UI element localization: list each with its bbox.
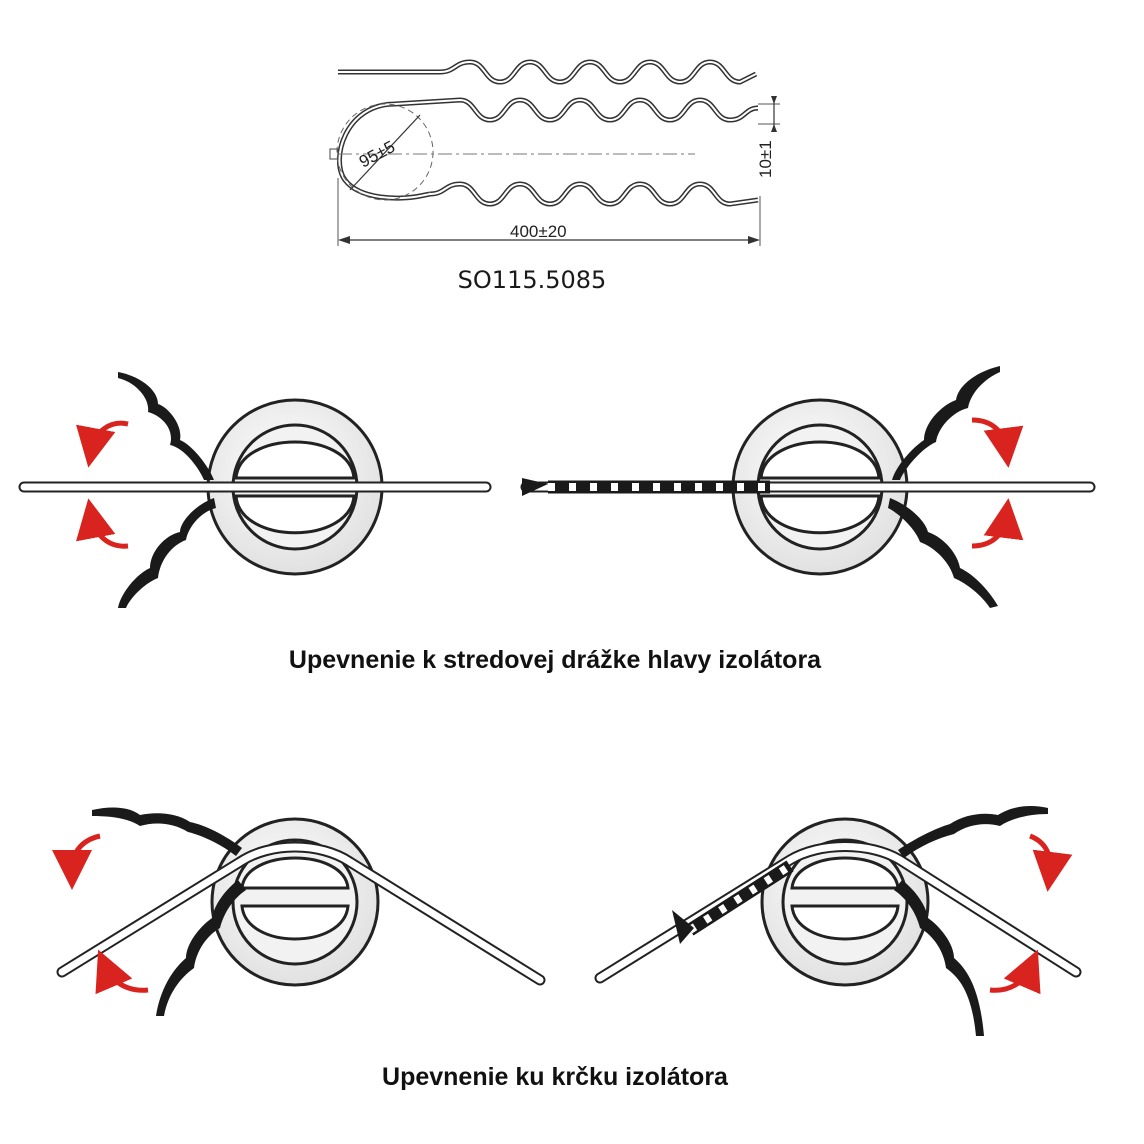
conductor-left-bent: [56, 841, 546, 986]
rotation-arrow-right-bottom: [971, 498, 1024, 549]
tie-wire-right-neck: [894, 806, 1048, 1036]
tie-wire-left-neck: [92, 807, 246, 1016]
diameter-line: [349, 114, 421, 191]
tie-wire-left-head: [118, 372, 216, 608]
caption-neck: Upevnenie ku krčku izolátora: [382, 1063, 728, 1091]
tie-wire-right-head: [888, 366, 1000, 608]
insulator-neck-right: [760, 817, 930, 987]
length-label: 400±20: [510, 222, 567, 241]
rotation-arrow-left-top: [76, 420, 129, 468]
rotation-arrow-right-top: [971, 417, 1024, 468]
caption-head-groove: Upevnenie k stredovej drážke hlavy izolá…: [288, 646, 822, 674]
rotation-arrow-right-neck-top: [1028, 833, 1073, 892]
conductor-right-bent: [594, 841, 1082, 984]
rotation-arrow-left-bottom: [76, 498, 129, 549]
thickness-label: 10±1: [756, 140, 775, 178]
rotation-arrow-right-neck-bottom: [989, 949, 1041, 995]
product-code: SO115.5085: [457, 266, 607, 294]
loop-circle: [336, 103, 434, 201]
rotation-arrow-left-neck-top: [52, 833, 101, 890]
tie-wire-wrapped-right-neck: [672, 860, 794, 944]
tie-technical-drawing: 95±5 400±20 10±1: [329, 59, 780, 246]
loop-diameter-label: 95±5: [356, 137, 398, 171]
rotation-arrow-left-neck-bottom: [95, 949, 149, 995]
tie-wire-wrapped-right-head: [522, 478, 770, 496]
